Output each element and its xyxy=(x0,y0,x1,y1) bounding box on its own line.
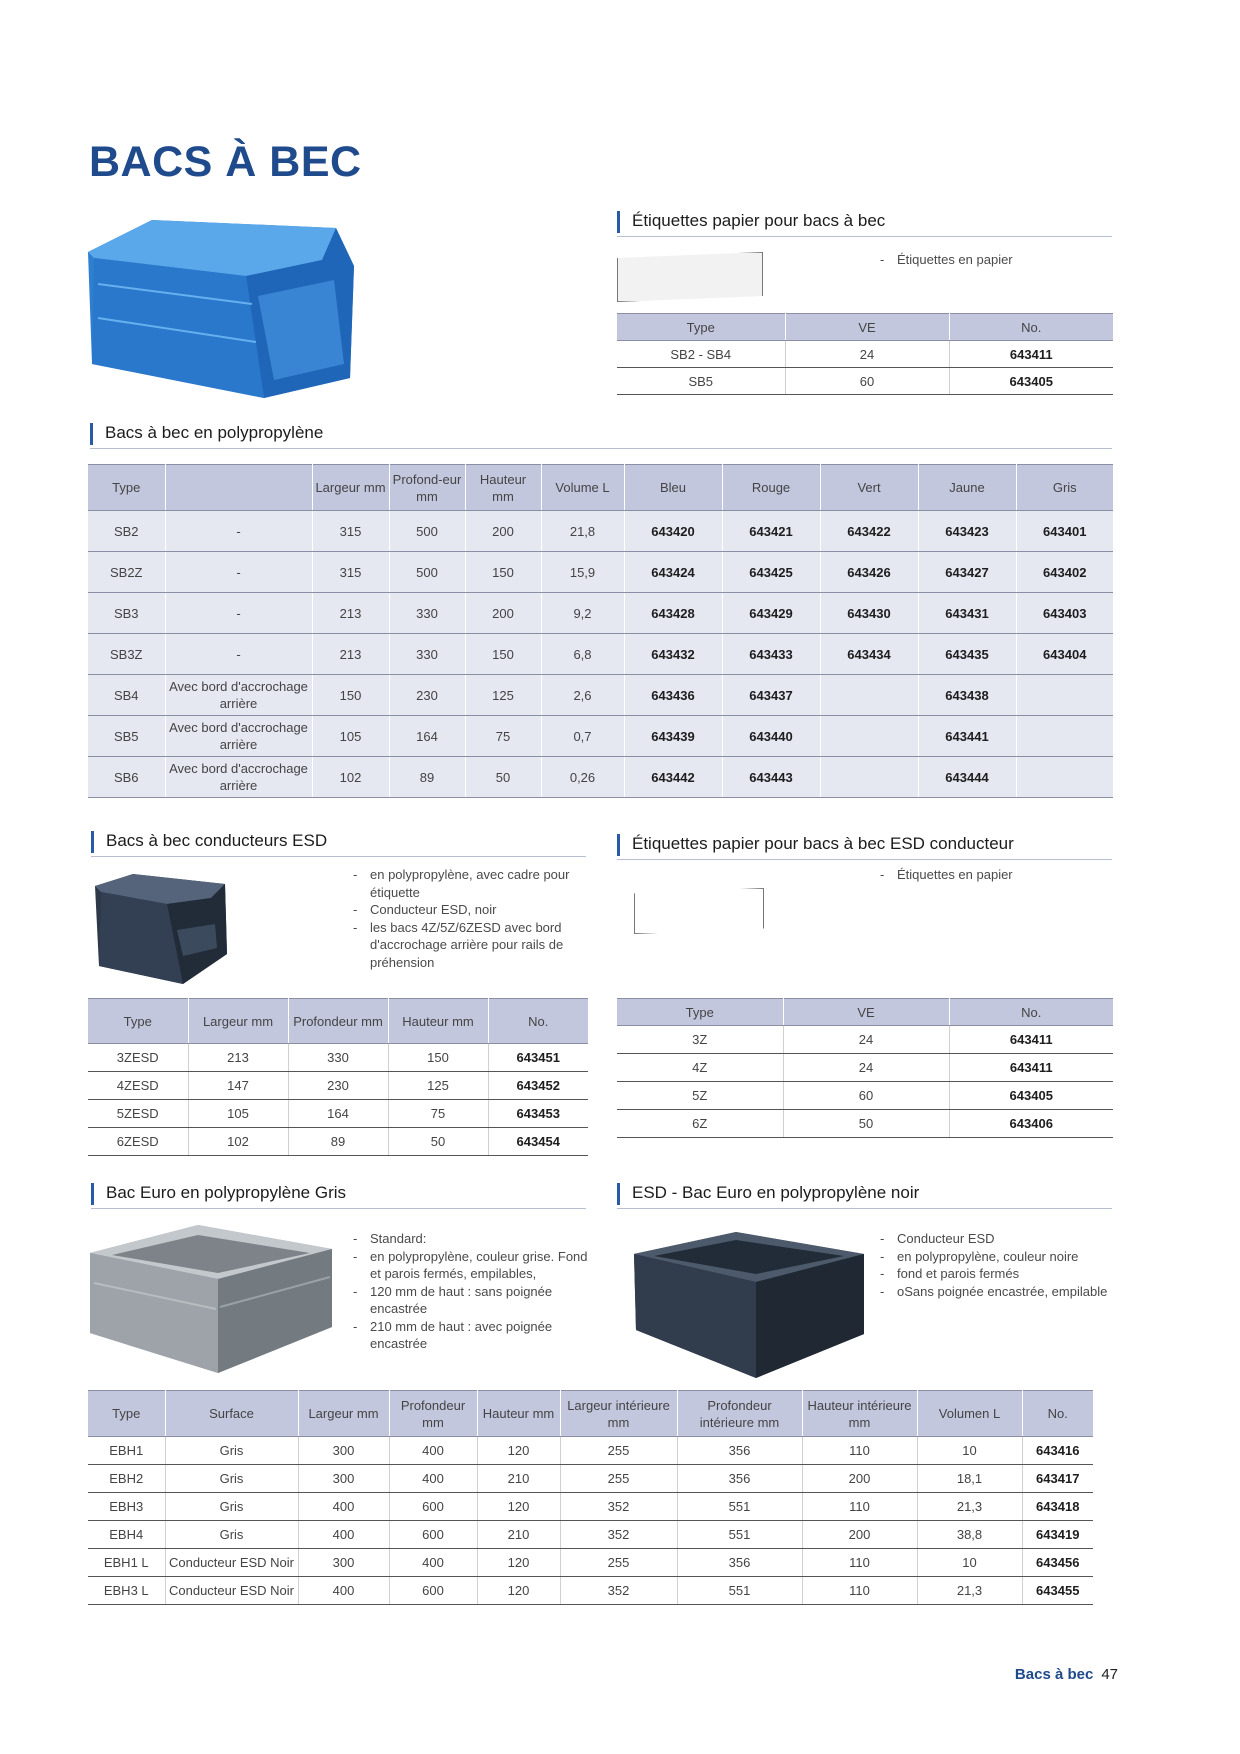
esd-bin-image xyxy=(95,874,227,984)
euro-grey-bullets: Standard: en polypropylène, couleur gris… xyxy=(353,1230,598,1353)
esd-labels-heading: Étiquettes papier pour bacs à bec ESD co… xyxy=(617,832,1112,860)
page-number: 47 xyxy=(1101,1666,1118,1683)
euro-esd-bullets: Conducteur ESD en polypropylène, couleur… xyxy=(880,1230,1120,1300)
page-title: BACS À BEC xyxy=(89,138,362,186)
black-euro-bin-image xyxy=(634,1232,864,1378)
esd-bins-heading: Bacs à bec conducteurs ESD xyxy=(91,829,586,857)
esd-labels-bullets: Étiquettes en papier xyxy=(880,866,1100,884)
euro-esd-heading: ESD - Bac Euro en polypropylène noir xyxy=(617,1181,1112,1209)
blue-bin-image xyxy=(88,220,354,398)
grey-euro-bin-image xyxy=(90,1225,332,1373)
bins-pp-heading: Bacs à bec en polypropylène xyxy=(90,421,1112,449)
labels-paper-heading: Étiquettes papier pour bacs à bec xyxy=(617,209,1112,237)
paper-label-image xyxy=(617,252,763,302)
esd-paper-label-image xyxy=(634,888,764,934)
footer-section-name: Bacs à bec xyxy=(1014,1666,1094,1683)
euro-grey-heading: Bac Euro en polypropylène Gris xyxy=(91,1181,586,1209)
page-footer: Bacs à bec 47 xyxy=(1015,1666,1118,1683)
esd-bins-bullets: en polypropylène, avec cadre pour étique… xyxy=(353,866,593,971)
labels-paper-bullets: Étiquettes en papier xyxy=(880,251,1100,269)
